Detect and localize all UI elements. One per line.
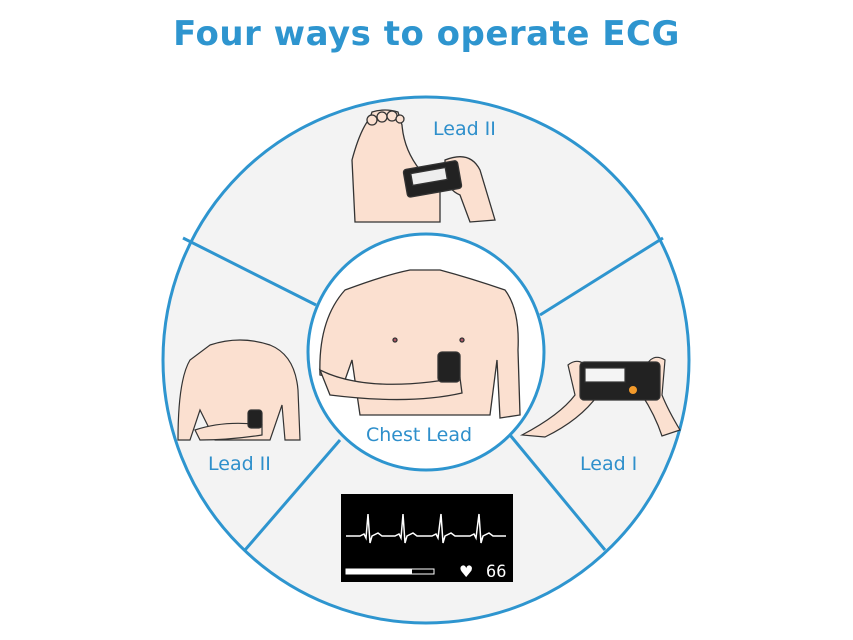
label-left-lead-ii: Lead II [208, 453, 271, 475]
ecg-device [437, 351, 461, 383]
chest-illustration [318, 269, 521, 419]
divider-lower-right [508, 434, 607, 551]
ecg-monitor-screen: ♥ 66 [341, 494, 513, 582]
heart-icon: ♥ [459, 562, 473, 581]
divider-upper-left [182, 236, 317, 307]
hands-illustration [519, 356, 681, 438]
divider-lower-left [243, 439, 342, 551]
label-right-lead-i: Lead I [580, 453, 638, 475]
label-chest-lead: Chest Lead [366, 424, 473, 446]
progress-fill [346, 569, 412, 574]
heart-rate-value: 66 [486, 562, 506, 582]
ecg-waveform [346, 513, 506, 544]
label-top-lead-ii: Lead II [433, 118, 496, 140]
torso-left-illustration [177, 339, 301, 441]
page-title: Four ways to operate ECG [173, 14, 680, 54]
foot-illustration [351, 109, 496, 223]
divider-upper-right [539, 236, 664, 317]
dividers [182, 236, 664, 551]
